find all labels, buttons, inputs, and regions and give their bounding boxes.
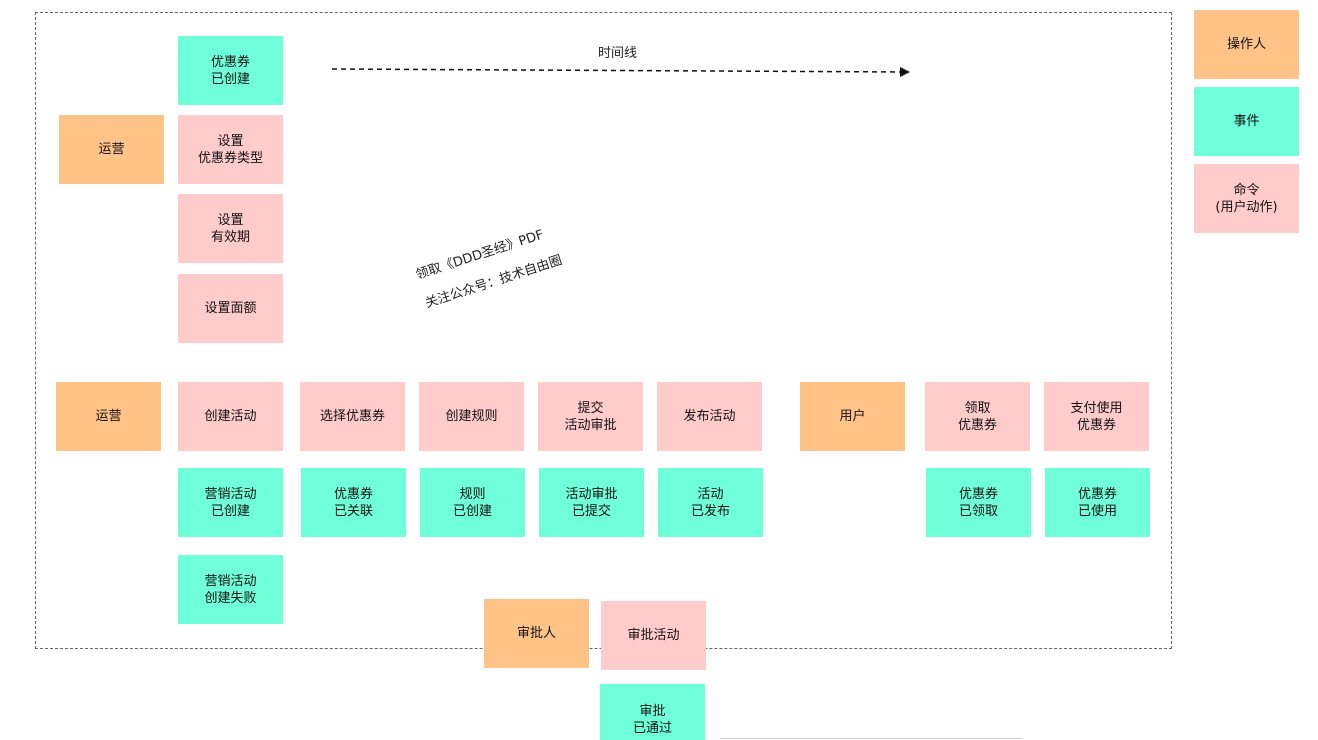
command-set-validity: 设置 有效期 (178, 194, 283, 263)
command-label: 创建规则 (445, 409, 498, 424)
event-line2: 已关联 (333, 503, 373, 519)
command-line2: 有效期 (210, 229, 250, 245)
command-line1: 设置 (217, 133, 244, 149)
event-rule-created: 规则 已创建 (420, 468, 525, 537)
command-line1: 提交 (577, 400, 604, 416)
command-approve-activity: 审批活动 (601, 601, 706, 670)
event-line2: 已创建 (210, 503, 250, 519)
event-line2: 已创建 (452, 503, 492, 519)
command-label: 发布活动 (683, 409, 736, 424)
event-line1: 活动审批 (565, 486, 618, 502)
timeline-arrow (331, 67, 910, 77)
command-select-coupon: 选择优惠券 (300, 382, 405, 451)
event-line1: 活动 (697, 486, 724, 502)
command-set-coupon-type: 设置 优惠券类型 (178, 115, 283, 184)
legend-actor: 操作人 (1194, 10, 1299, 79)
command-publish-activity: 发布活动 (657, 382, 762, 451)
legend-actor-label: 操作人 (1226, 37, 1266, 52)
event-line2: 已领取 (958, 503, 998, 519)
event-line1: 规则 (459, 486, 486, 502)
legend-command: 命令 (用户动作) (1194, 164, 1299, 233)
command-submit-approval: 提交 活动审批 (538, 382, 643, 451)
legend-event-label: 事件 (1233, 114, 1260, 129)
legend-command-line1: 命令 (1233, 182, 1260, 198)
actor-approver: 审批人 (484, 599, 589, 668)
actor-label: 运营 (98, 142, 125, 157)
command-set-amount: 设置面额 (178, 274, 283, 343)
command-create-rule: 创建规则 (419, 382, 524, 451)
event-activity-created: 营销活动 已创建 (178, 468, 283, 537)
event-line1: 优惠券 (210, 54, 250, 70)
actor-user: 用户 (800, 382, 905, 451)
command-line2: 优惠券 (1076, 417, 1116, 433)
legend-command-line2: (用户动作) (1215, 199, 1278, 215)
event-line2: 已通过 (632, 721, 672, 736)
command-label: 审批活动 (627, 628, 680, 643)
event-line2: 已使用 (1077, 503, 1117, 519)
actor-label: 运营 (95, 409, 122, 424)
event-approval-submitted: 活动审批 已提交 (539, 468, 644, 537)
event-coupon-used: 优惠券 已使用 (1045, 468, 1150, 537)
timeline-label: 时间线 (598, 46, 638, 61)
command-label: 选择优惠券 (319, 409, 385, 424)
command-label: 设置面额 (204, 301, 257, 316)
event-line1: 优惠券 (1077, 486, 1117, 502)
event-line2: 已提交 (571, 503, 611, 519)
command-line1: 设置 (217, 212, 244, 228)
command-line2: 活动审批 (564, 417, 617, 433)
event-line2: 创建失败 (204, 590, 257, 606)
command-claim-coupon: 领取 优惠券 (925, 382, 1030, 451)
command-pay-coupon: 支付使用 优惠券 (1044, 382, 1149, 451)
event-coupon-claimed: 优惠券 已领取 (926, 468, 1031, 537)
command-create-activity: 创建活动 (178, 382, 283, 451)
event-line1: 营销活动 (204, 486, 257, 502)
event-line1: 营销活动 (204, 573, 257, 589)
command-line1: 支付使用 (1070, 400, 1123, 416)
divider-line (720, 738, 1022, 739)
event-coupon-created: 优惠券 已创建 (178, 36, 283, 105)
actor-label: 审批人 (516, 626, 556, 641)
event-approval-passed: 审批 已通过 (600, 684, 705, 740)
event-line1: 优惠券 (333, 486, 373, 502)
legend-event: 事件 (1194, 87, 1299, 156)
command-line2: 优惠券类型 (197, 150, 263, 166)
command-label: 创建活动 (204, 409, 257, 424)
actor-label: 用户 (839, 409, 866, 424)
event-activity-published: 活动 已发布 (658, 468, 763, 537)
actor-operator-coupon: 运营 (59, 115, 164, 184)
event-line2: 已创建 (210, 71, 250, 87)
event-activity-failed: 营销活动 创建失败 (178, 555, 283, 624)
event-line1: 审批 (639, 704, 666, 719)
command-line1: 领取 (964, 400, 991, 416)
event-line1: 优惠券 (958, 486, 998, 502)
actor-operator-activity: 运营 (56, 382, 161, 451)
event-coupon-linked: 优惠券 已关联 (301, 468, 406, 537)
event-line2: 已发布 (690, 503, 730, 519)
command-line2: 优惠券 (957, 417, 997, 433)
